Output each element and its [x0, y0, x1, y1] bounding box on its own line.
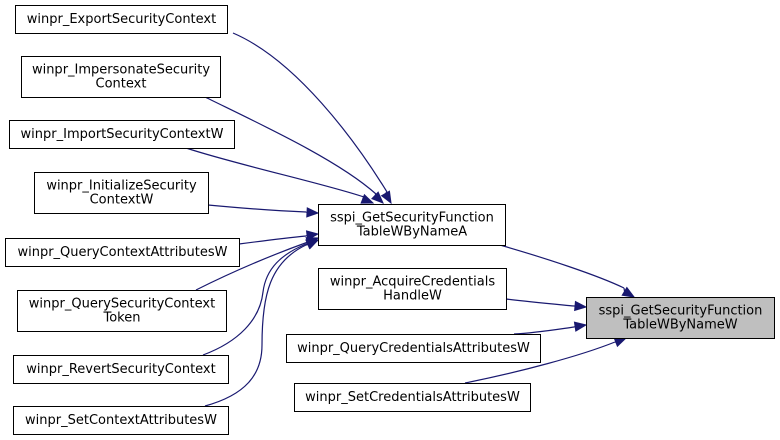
edge-line: [202, 243, 307, 356]
node-label-line: winpr_RevertSecurityContext: [26, 362, 215, 377]
node-label-line: Context: [96, 77, 147, 92]
node-setcred[interactable]: winpr_SetCredentialsAttributesW: [294, 383, 531, 412]
node-setctx[interactable]: winpr_SetContextAttributesW: [13, 406, 229, 435]
arrowhead: [574, 300, 588, 312]
edge-line: [232, 32, 388, 193]
arrowhead: [306, 207, 320, 218]
node-label-line: winpr_SetContextAttributesW: [25, 413, 217, 428]
node-label-line: HandleW: [383, 289, 442, 304]
edge-line: [204, 244, 307, 407]
edge-line: [238, 235, 307, 245]
node-queryctx[interactable]: winpr_QueryContextAttributesW: [5, 238, 240, 267]
edge-export-to-sspiA: [232, 32, 392, 205]
edge-line: [505, 298, 575, 307]
arrowhead: [360, 193, 375, 204]
node-label-line: TableWByNameA: [356, 225, 467, 240]
arrowhead: [613, 337, 628, 348]
arrowhead: [380, 190, 392, 205]
arrowhead: [573, 321, 588, 332]
edges-layer: [185, 32, 636, 407]
edge-setctx-to-sspiA: [204, 239, 320, 407]
node-box[interactable]: [13, 355, 229, 384]
edge-line: [499, 244, 625, 289]
edge-impersonate-to-sspiA: [204, 96, 384, 204]
node-querycred[interactable]: winpr_QueryCredentialsAttributesW: [286, 334, 541, 363]
node-label-line: winpr_SetCredentialsAttributesW: [305, 390, 520, 405]
node-export[interactable]: winpr_ExportSecurityContext: [15, 5, 228, 34]
edge-line: [195, 241, 309, 291]
node-label-line: winpr_QuerySecurityContext: [29, 297, 215, 312]
node-box[interactable]: [17, 290, 227, 332]
edge-sspiA-to-sspiW: [499, 244, 636, 298]
edge-line: [204, 96, 377, 195]
edge-initialize-to-sspiA: [207, 204, 320, 218]
node-import[interactable]: winpr_ImportSecurityContextW: [9, 120, 235, 149]
node-box[interactable]: [9, 120, 235, 149]
edge-line: [185, 147, 365, 198]
node-label-line: ContextW: [90, 193, 154, 208]
node-label-line: Token: [103, 311, 141, 326]
node-label-line: winpr_ImpersonateSecurity: [32, 63, 210, 78]
arrowhead: [371, 191, 384, 204]
node-label-line: winpr_QueryCredentialsAttributesW: [297, 341, 530, 356]
node-box[interactable]: [15, 5, 228, 34]
nodes-layer: winpr_ExportSecurityContext winpr_Imperso…: [5, 5, 775, 435]
node-box[interactable]: [34, 172, 209, 214]
node-box[interactable]: [318, 268, 507, 310]
edge-line: [513, 326, 575, 335]
arrowhead: [621, 286, 636, 298]
node-label-line: winpr_InitializeSecurity: [46, 179, 197, 194]
arrowhead: [305, 239, 320, 250]
node-label-line: winpr_ExportSecurityContext: [27, 12, 216, 27]
edge-line: [464, 341, 616, 384]
node-box[interactable]: [294, 383, 531, 412]
node-revert[interactable]: winpr_RevertSecurityContext: [13, 355, 229, 384]
node-label-line: winpr_ImportSecurityContextW: [21, 127, 224, 142]
edge-querycred-to-sspiW: [513, 321, 588, 335]
node-label-line: sspi_GetSecurityFunction: [599, 304, 763, 319]
node-label-line: TableWByNameW: [622, 318, 737, 333]
node-label-line: sspi_GetSecurityFunction: [330, 211, 494, 226]
node-box[interactable]: [586, 297, 775, 339]
edge-acquire-to-sspiW: [505, 298, 588, 312]
node-box[interactable]: [13, 406, 229, 435]
edge-import-to-sspiA: [185, 147, 375, 204]
node-box[interactable]: [21, 56, 221, 98]
node-box[interactable]: [286, 334, 541, 363]
edge-line: [207, 204, 307, 213]
node-box[interactable]: [5, 238, 240, 267]
node-box[interactable]: [318, 204, 506, 246]
node-label-line: winpr_QueryContextAttributesW: [17, 245, 227, 260]
node-label-line: winpr_AcquireCredentials: [330, 275, 495, 290]
